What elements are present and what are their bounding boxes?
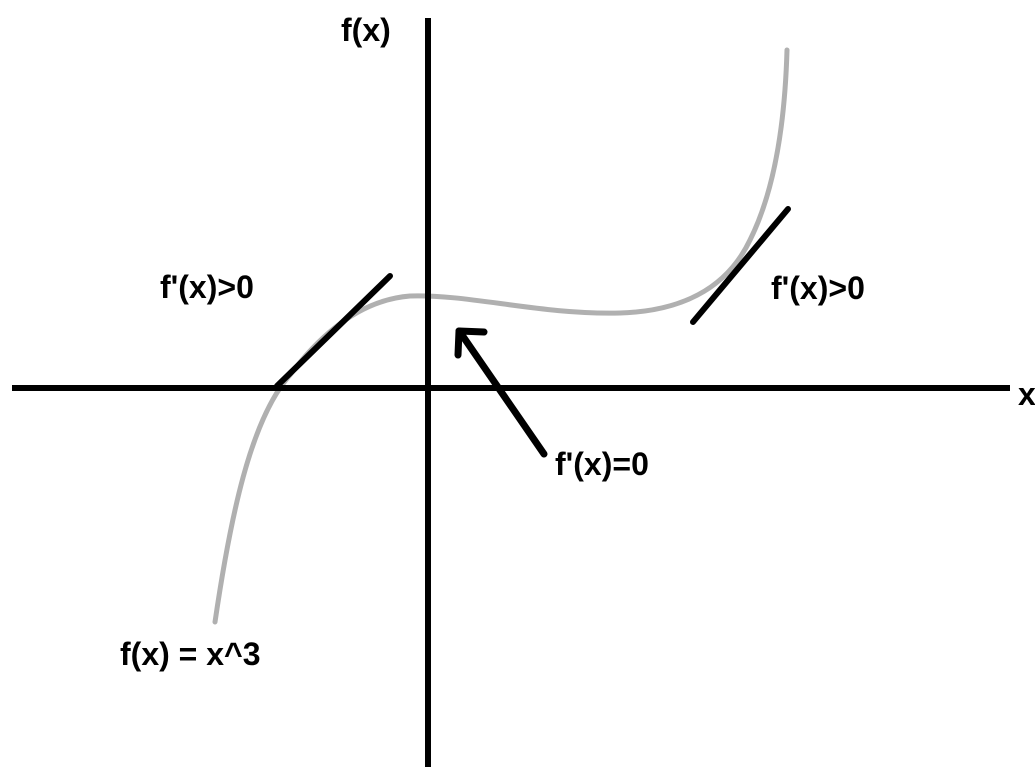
right-slope-label: f'(x)>0 [771,270,865,306]
zero-slope-label: f'(x)=0 [555,446,649,482]
right-tangent-line [690,206,791,325]
y-axis-label: f(x) [341,12,391,48]
arrow-icon [454,327,548,458]
left-tangent-line [274,273,393,389]
function-label: f(x) = x^3 [120,636,261,672]
cubic-curve [212,47,790,625]
x-axis-label: x [1018,376,1035,412]
left-slope-label: f'(x)>0 [160,269,254,305]
